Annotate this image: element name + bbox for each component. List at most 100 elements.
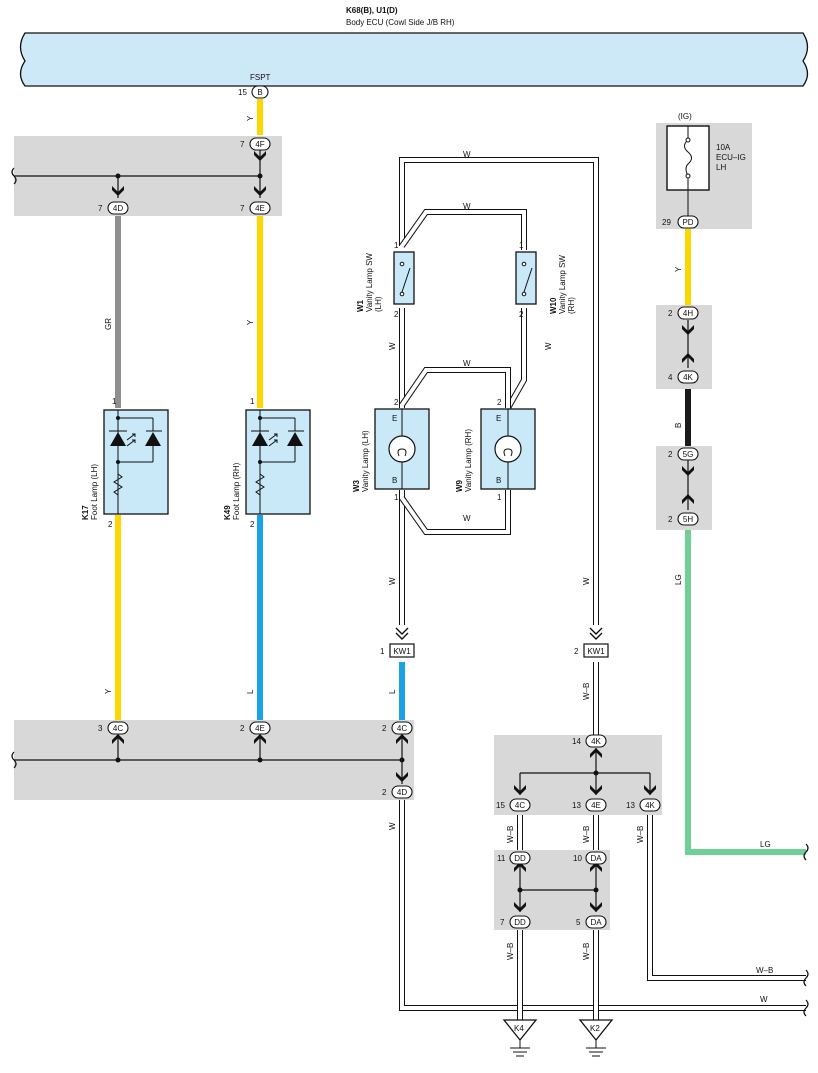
kw1-chevrons	[395, 627, 603, 640]
svg-text:PD: PD	[682, 218, 693, 227]
white-wires	[399, 157, 806, 1020]
phototransistor-icon	[145, 432, 161, 446]
svg-text:W: W	[463, 202, 471, 211]
svg-text:7: 7	[240, 204, 245, 213]
svg-text:2: 2	[394, 310, 399, 319]
svg-text:4D: 4D	[397, 788, 407, 797]
svg-text:DA: DA	[590, 854, 602, 863]
svg-text:E: E	[496, 414, 501, 423]
svg-text:Y: Y	[246, 319, 255, 325]
svg-text:B: B	[674, 423, 683, 428]
svg-text:1: 1	[394, 241, 399, 250]
svg-text:2: 2	[382, 724, 387, 733]
svg-text:4C: 4C	[397, 724, 407, 733]
svg-text:W9: W9	[455, 479, 464, 492]
svg-text:13: 13	[626, 801, 635, 810]
resistor-icon	[113, 473, 123, 496]
fuse-icon	[684, 139, 692, 177]
svg-text:W10: W10	[549, 297, 558, 314]
svg-text:5G: 5G	[683, 450, 694, 459]
svg-text:LG: LG	[760, 840, 771, 849]
svg-text:2: 2	[574, 647, 579, 656]
svg-text:2: 2	[394, 398, 399, 407]
wire-labels: Y GR Y Y L L W W W W W W W W W–B W Y B L…	[104, 115, 773, 1004]
svg-text:W1: W1	[356, 299, 365, 312]
svg-text:B: B	[392, 476, 397, 485]
svg-text:Y: Y	[246, 115, 255, 121]
connector-4e-r: 4E 13	[572, 798, 607, 812]
svg-text:15: 15	[238, 88, 247, 97]
svg-text:(LH): (LH)	[374, 296, 383, 312]
svg-text:4E: 4E	[255, 204, 265, 213]
green-wire	[685, 530, 806, 855]
connector-4d-top: 4D 7	[98, 201, 129, 215]
junction-dots	[115, 173, 599, 893]
vanity-switch-rh: 1 2 W10 Vanity Lamp SW (RH)	[515, 241, 576, 319]
connector-4c-left: 4C 3	[98, 721, 129, 735]
svg-text:2: 2	[668, 450, 673, 459]
blue-wires	[257, 515, 405, 720]
svg-text:4C: 4C	[515, 801, 525, 810]
connector-pd: PD 29	[662, 215, 699, 229]
connector-4k-top: 4K 14	[572, 734, 607, 748]
svg-text:1: 1	[112, 397, 117, 406]
fuse-ecu-ig: (IG) 10A ECU–IG LH	[666, 112, 746, 216]
svg-text:2: 2	[519, 310, 524, 319]
svg-text:29: 29	[662, 218, 671, 227]
connector-pills: B 15 4F 7 4D 7 4E 7 PD 29 4H 2	[98, 85, 699, 929]
fspt-label: FSPT	[250, 73, 271, 82]
svg-text:1: 1	[394, 493, 399, 502]
svg-text:2: 2	[240, 724, 245, 733]
svg-text:W–B: W–B	[506, 826, 515, 843]
connector-chevrons	[112, 151, 694, 912]
svg-text:KW1: KW1	[587, 647, 605, 656]
svg-text:GR: GR	[104, 318, 113, 330]
svg-text:W–B: W–B	[582, 943, 591, 960]
svg-text:W: W	[388, 577, 397, 585]
connector-5h: 5H 2	[668, 512, 699, 526]
connector-kw1-right: KW1 2	[574, 643, 609, 658]
connector-dd-top: DD 11	[497, 851, 531, 865]
svg-text:5H: 5H	[683, 515, 693, 524]
svg-text:LG: LG	[674, 574, 683, 585]
svg-text:W: W	[388, 822, 397, 830]
svg-text:K2: K2	[590, 1024, 600, 1033]
svg-text:W: W	[463, 150, 471, 159]
svg-text:4E: 4E	[591, 801, 601, 810]
connector-4f: 4F 7	[240, 137, 271, 151]
svg-text:14: 14	[572, 737, 581, 746]
svg-text:KW1: KW1	[393, 647, 411, 656]
connector-kw1-left: KW1 1	[380, 643, 415, 658]
svg-text:W: W	[463, 359, 471, 368]
led-icon	[110, 432, 126, 446]
svg-text:1: 1	[380, 647, 385, 656]
ecu-title: K68(B), U1(D)	[346, 6, 398, 15]
connector-dd-bottom: DD 7	[500, 915, 531, 929]
svg-text:K17: K17	[81, 505, 90, 520]
svg-text:L: L	[246, 689, 255, 694]
connector-4h: 4H 2	[668, 306, 699, 320]
svg-text:K49: K49	[223, 505, 232, 520]
svg-text:4K: 4K	[683, 373, 693, 382]
svg-text:2: 2	[382, 788, 387, 797]
svg-text:2: 2	[497, 398, 502, 407]
svg-text:W–B: W–B	[636, 826, 645, 843]
vanity-lamp-rh: E B 2 1 W9 Vanity Lamp (RH)	[455, 398, 536, 502]
svg-text:ECU–IG: ECU–IG	[716, 153, 746, 162]
resistor-icon	[255, 473, 265, 496]
svg-text:E: E	[392, 414, 397, 423]
svg-text:Vanity Lamp (LH): Vanity Lamp (LH)	[361, 430, 370, 492]
connector-4e-top: 4E 7	[240, 201, 271, 215]
ecu-block	[19, 32, 809, 87]
junction-lines	[14, 150, 689, 912]
svg-text:W–B: W–B	[506, 943, 515, 960]
vanity-switch-lh: 1 2 W1 Vanity Lamp SW (LH)	[356, 241, 415, 319]
svg-text:2: 2	[668, 515, 673, 524]
svg-text:1: 1	[519, 241, 524, 250]
svg-text:DA: DA	[590, 918, 602, 927]
svg-text:11: 11	[497, 854, 506, 863]
svg-text:K4: K4	[514, 1024, 524, 1033]
svg-text:LH: LH	[716, 163, 726, 172]
svg-text:B: B	[257, 88, 262, 97]
